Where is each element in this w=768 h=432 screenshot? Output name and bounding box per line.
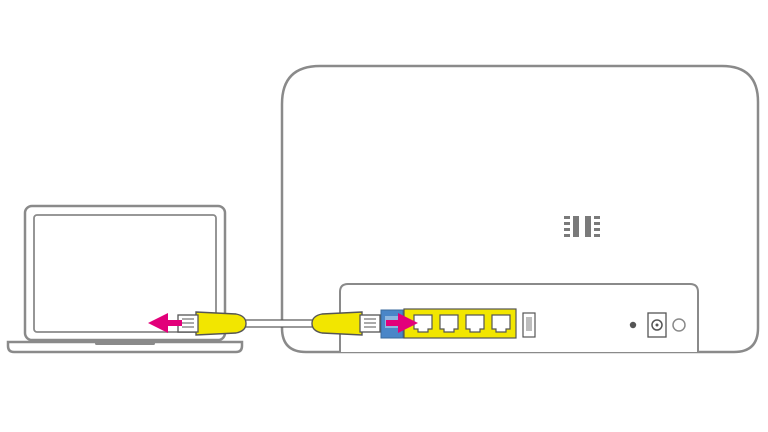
arrow-into-laptop xyxy=(148,313,182,333)
arrow-into-router-lan xyxy=(386,313,418,333)
laptop xyxy=(6,204,244,354)
laptop-base xyxy=(6,340,244,354)
reset-pinhole[interactable] xyxy=(629,321,637,329)
lan-port-4[interactable] xyxy=(491,314,511,333)
usb-port[interactable] xyxy=(522,312,536,338)
laptop-notch xyxy=(95,342,155,345)
laptop-screen xyxy=(33,214,217,333)
router-body-outline xyxy=(280,64,760,354)
rj45-plug-icon xyxy=(177,311,247,336)
router-logo-icon xyxy=(564,216,600,237)
cable-wire xyxy=(244,319,322,328)
router xyxy=(280,64,760,354)
lan-port-3[interactable] xyxy=(465,314,485,333)
power-socket[interactable] xyxy=(647,312,667,338)
ethernet-cable xyxy=(177,311,381,336)
lan-port-2[interactable] xyxy=(439,314,459,333)
lan-port-1[interactable] xyxy=(413,314,433,333)
rj45-plug-icon xyxy=(311,311,381,336)
power-button[interactable] xyxy=(672,318,686,332)
